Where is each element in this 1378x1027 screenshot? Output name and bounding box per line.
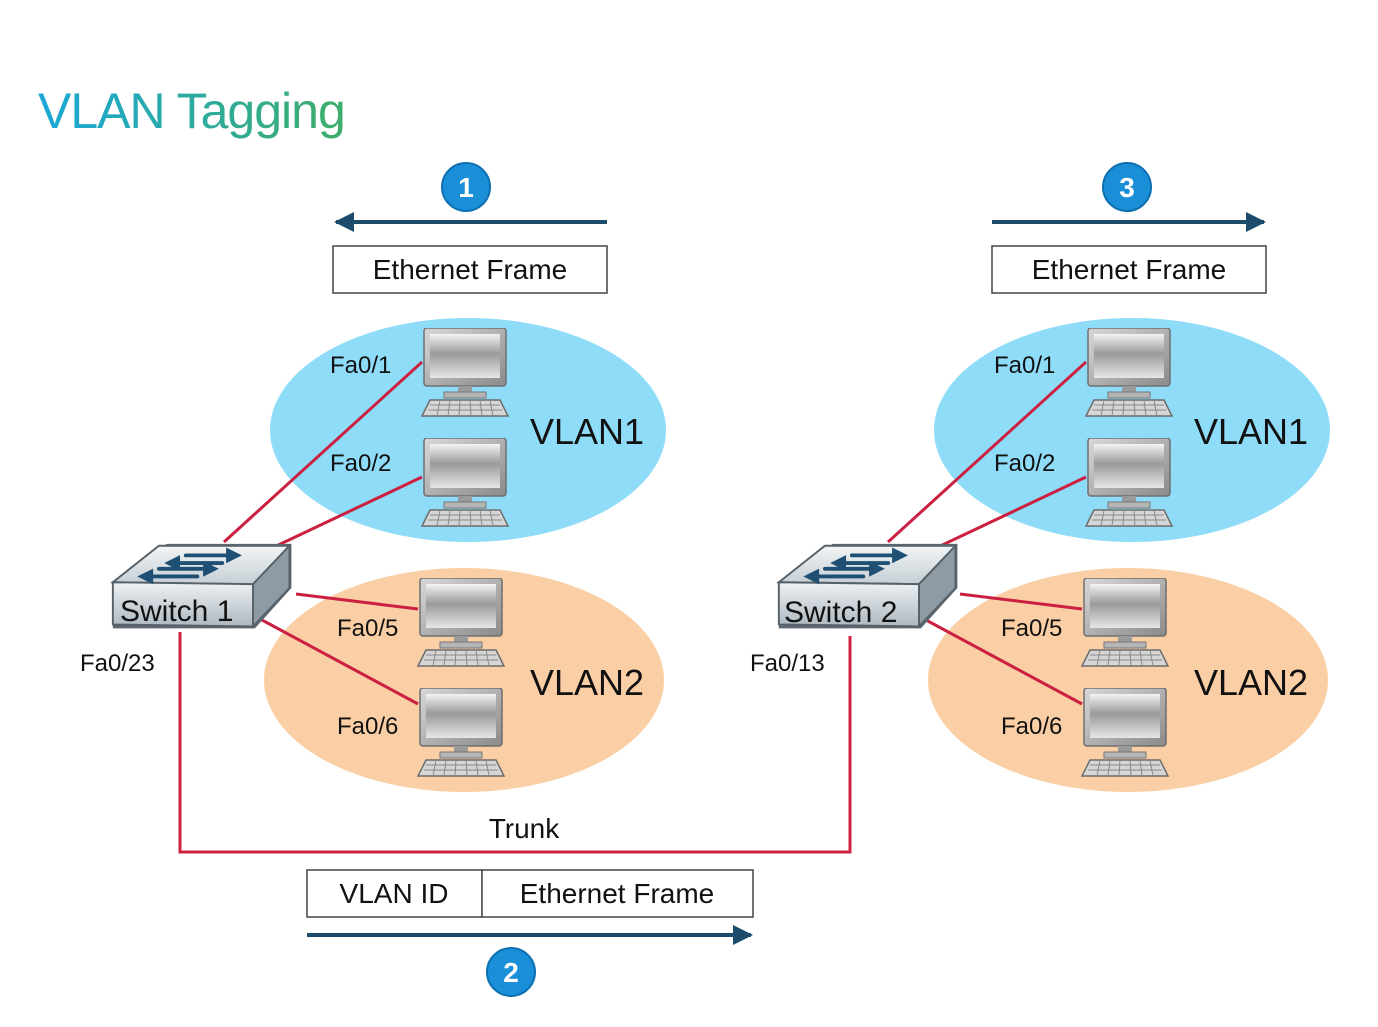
step-1-badge — [441, 162, 491, 212]
sw1-port-fa0-5: Fa0/5 — [337, 615, 398, 642]
sw2-vlan2-area — [928, 568, 1328, 792]
step-1-group: 1 Ethernet Frame — [332, 162, 608, 294]
page-title: VLAN Tagging — [38, 83, 345, 139]
sw2-vlan1-pc2-icon — [1085, 438, 1173, 527]
sw2-vlan2-pc1-icon — [1081, 578, 1169, 667]
sw2-vlan2-pc2-icon — [1081, 688, 1169, 777]
sw2-port-fa0-5: Fa0/5 — [1001, 615, 1062, 642]
sw1-vlan2-label: VLAN2 — [530, 662, 644, 703]
sw2-vlan1-area — [934, 318, 1330, 542]
sw1-port-fa0-1: Fa0/1 — [330, 352, 391, 379]
sw1-link-fa0-6 — [261, 618, 419, 706]
step-1-frame-label: Ethernet Frame — [373, 254, 568, 285]
sw2-link-fa0-6 — [925, 618, 1083, 706]
sw2-link-fa0-5 — [959, 592, 1083, 611]
step-1-number: 1 — [458, 172, 474, 203]
sw2-link-fa0-1 — [886, 360, 1088, 544]
step-2-vlan-id-label: VLAN ID — [340, 878, 449, 909]
sw1-port-fa0-6: Fa0/6 — [337, 713, 398, 740]
switch-2-label: Switch 2 — [784, 596, 897, 629]
step-2-number: 2 — [503, 957, 519, 988]
step-3-frame-box — [991, 245, 1267, 294]
trunk-label: Trunk — [489, 813, 561, 844]
sw1-trunk-port: Fa0/23 — [80, 650, 155, 677]
trunk-link — [178, 632, 852, 854]
step-3-number: 3 — [1119, 172, 1135, 203]
sw2-vlan2-label: VLAN2 — [1194, 662, 1308, 703]
sw1-port-fa0-2: Fa0/2 — [330, 450, 391, 477]
sw1-link-fa0-5 — [295, 592, 419, 611]
sw1-vlan2-pc2-icon — [417, 688, 505, 777]
step-3-badge — [1102, 162, 1152, 212]
sw2-vlan1-pc1-icon — [1085, 328, 1173, 417]
sw1-link-fa0-2 — [271, 475, 423, 550]
sw1-vlan1-pc2-icon — [421, 438, 509, 527]
sw2-vlan1-label: VLAN1 — [1194, 411, 1308, 452]
sw1-vlan1-area — [270, 318, 666, 542]
step-1-frame-box — [332, 245, 608, 294]
sw2-port-fa0-1: Fa0/1 — [994, 352, 1055, 379]
sw2-port-fa0-2: Fa0/2 — [994, 450, 1055, 477]
step-3-group: 3 Ethernet Frame — [991, 162, 1267, 294]
sw1-vlan1-pc1-icon — [421, 328, 509, 417]
step-3-frame-label: Ethernet Frame — [1032, 254, 1227, 285]
step-2-vlan-id-box — [306, 869, 483, 918]
sw1-vlan2-pc1-icon — [417, 578, 505, 667]
step-2-frame-box — [481, 869, 754, 918]
step-2-frame-label: Ethernet Frame — [520, 878, 715, 909]
sw1-vlan1-label: VLAN1 — [530, 411, 644, 452]
sw2-port-fa0-6: Fa0/6 — [1001, 713, 1062, 740]
sw1-vlan2-area — [264, 568, 664, 792]
step-2-badge — [486, 947, 536, 997]
step-2-group: VLAN ID Ethernet Frame 2 — [306, 869, 754, 997]
switch-1-label: Switch 1 — [120, 595, 233, 628]
sw1-link-fa0-1 — [222, 360, 424, 544]
sw2-link-fa0-2 — [935, 475, 1087, 550]
sw2-trunk-port: Fa0/13 — [750, 650, 825, 677]
